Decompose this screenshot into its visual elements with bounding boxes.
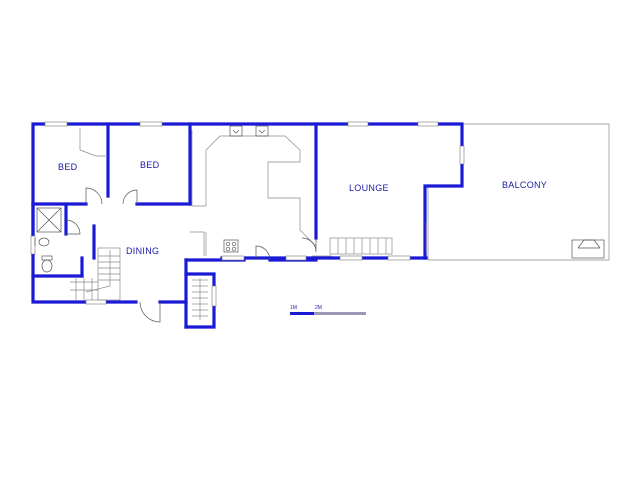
stairs-left	[70, 247, 121, 301]
scale-label-2m: 2M	[315, 305, 322, 311]
doors	[65, 187, 427, 323]
shower	[36, 207, 62, 233]
kitchen-counters	[79, 128, 332, 257]
balcony-outline	[427, 123, 610, 261]
toilet	[41, 255, 53, 273]
room-label-dining: DINING	[126, 246, 159, 256]
room-label-bed-1: BED	[58, 162, 78, 172]
stairs-box	[192, 278, 208, 320]
room-label-bed-2: BED	[140, 160, 160, 170]
scale-label-1m: 1M	[290, 305, 297, 311]
windows	[30, 121, 465, 307]
basin	[34, 237, 50, 247]
walls	[31, 122, 464, 329]
stairs-lounge	[329, 237, 393, 255]
braai	[571, 239, 605, 259]
room-label-balcony: BALCONY	[502, 180, 547, 190]
stove	[223, 239, 239, 253]
scale-bar: 1M 2M	[290, 305, 366, 315]
room-label-lounge: LOUNGE	[349, 183, 389, 193]
kitchen-sinks	[229, 125, 269, 137]
